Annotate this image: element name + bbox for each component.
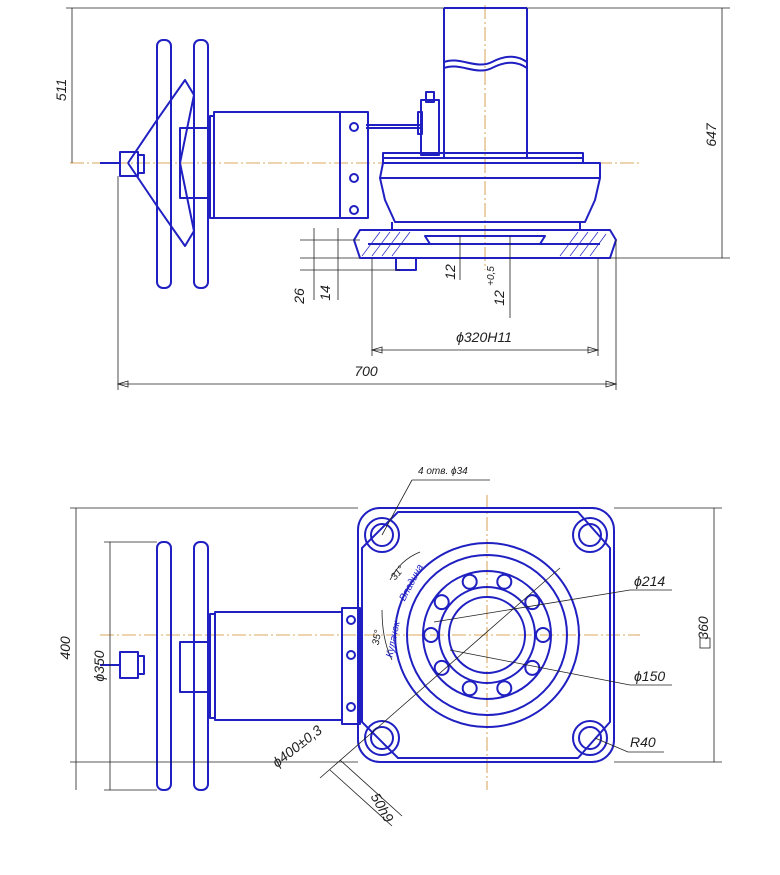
dim-647-label: 647 (703, 122, 719, 147)
leader-150: ϕ150 (449, 649, 672, 686)
dim-511: 511 (53, 7, 444, 163)
dim-647: 647 (527, 7, 730, 259)
dim-holes-label: 4 отв. ϕ34 (418, 466, 468, 477)
square-flange (357, 507, 615, 763)
dim-flange-stack: 26 14 12 12 +0,5 (291, 228, 511, 318)
bolt-hole (496, 680, 513, 697)
vertical-pipe (443, 7, 528, 158)
drive-cylinder-plan (209, 607, 361, 725)
handwheel-plan (100, 541, 211, 791)
bolt-holes (423, 573, 551, 697)
leader-holes: 4 отв. ϕ34 (381, 466, 490, 536)
dim-14-label: 14 (317, 285, 333, 301)
dim-26-label: 26 (291, 288, 307, 305)
dim-bore-label: ϕ320H11 (456, 329, 512, 345)
dim-700: 700 (116, 176, 618, 390)
leader-214: ϕ214 (433, 573, 672, 623)
limit-switch-fitting (366, 91, 440, 156)
angle-indicators: 31° 35° Впадина Кулачок (371, 551, 426, 661)
dim-214-label: ϕ214 (634, 573, 665, 589)
bolt-hole (535, 627, 551, 643)
bolt-hole (496, 573, 513, 590)
dim-bore: ϕ320H11 (370, 258, 600, 356)
angle-35-label: 35° (371, 629, 384, 646)
side-view: 511 647 26 14 12 12 +0,5 (53, 5, 730, 390)
dim-handwheel: ϕ350 (91, 541, 157, 791)
bolt-hole (461, 680, 478, 697)
angle-31-label: 31° (389, 564, 407, 583)
gear-housing (379, 152, 601, 230)
dim-12-tol-value: 12 (491, 290, 507, 306)
label-kulachok: Кулачок (384, 619, 403, 658)
dim-400-label: 400 (57, 636, 73, 660)
bolt-hole (423, 627, 439, 643)
plan-view: 400 ϕ350 360 ϕ214 ϕ150 (57, 466, 722, 827)
dim-r40-label: R40 (630, 734, 656, 750)
dim-shaft-fit: 50h9 (329, 759, 403, 827)
dim-700-label: 700 (354, 363, 378, 379)
dim-511-label: 511 (53, 79, 69, 101)
dim-handwheel-label: ϕ350 (91, 650, 107, 681)
bolt-hole (433, 659, 450, 676)
bolt-hole (524, 594, 541, 611)
handwheel-side (100, 39, 211, 289)
dim-12-label: 12 (442, 264, 458, 280)
dim-12-tol-label: +0,5 (486, 266, 497, 286)
bolt-hole (433, 594, 450, 611)
leader-r40: R40 (594, 734, 664, 753)
dim-bolt-circle-label: ϕ400±0,3 (269, 722, 325, 771)
bolt-hole (461, 573, 478, 590)
dim-360-label: 360 (695, 616, 711, 640)
dim-360: 360 (614, 507, 722, 763)
dim-150-label: ϕ150 (634, 668, 665, 684)
drive-cylinder (209, 111, 369, 219)
dim-400: 400 (57, 507, 358, 790)
bolt-hole (524, 659, 541, 676)
